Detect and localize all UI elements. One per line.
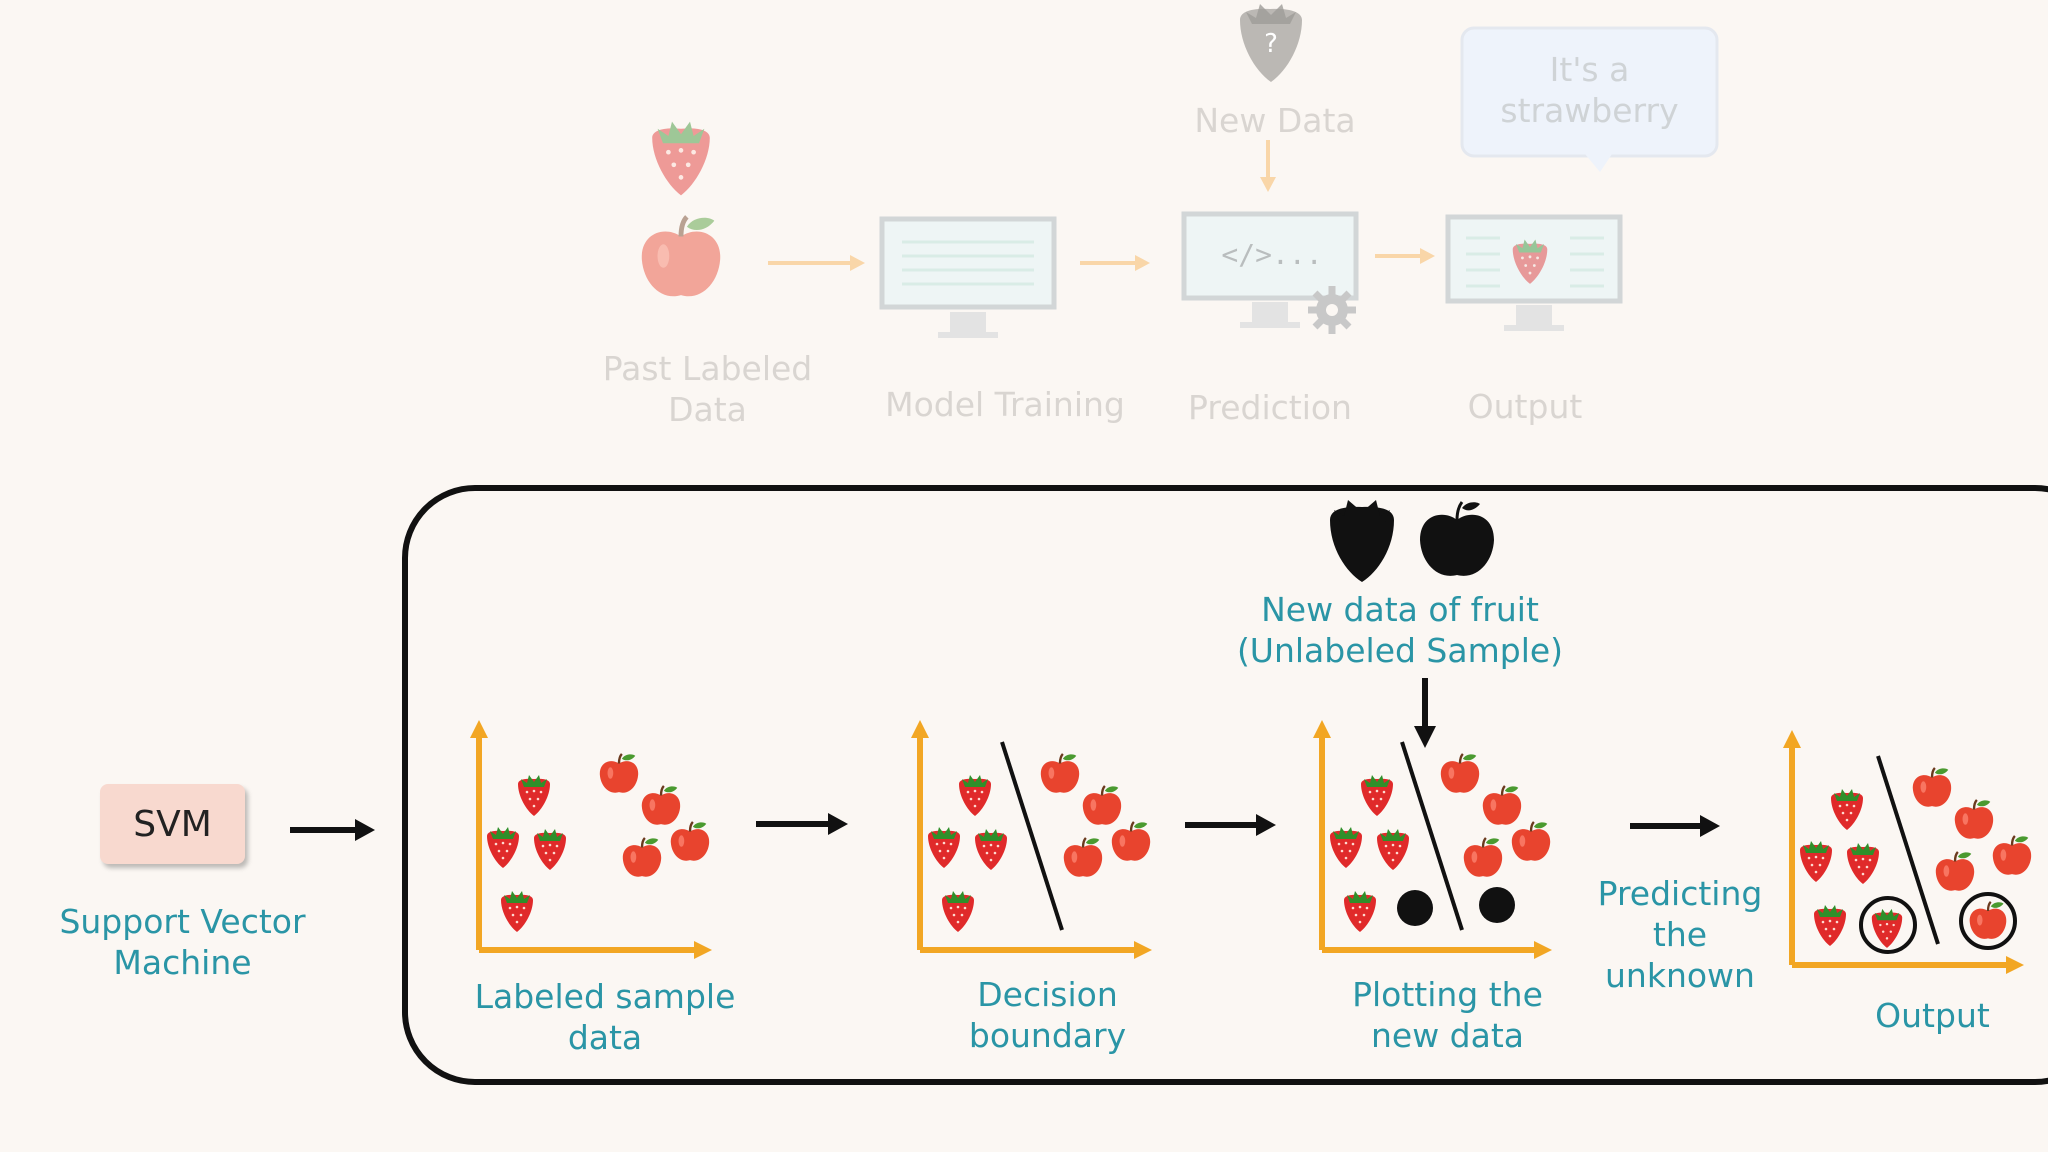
axes	[911, 720, 1152, 959]
strawberry-icon	[1814, 905, 1846, 946]
strawberry-icon	[1344, 891, 1376, 932]
plot-output	[1783, 730, 2033, 974]
decision-boundary-label: Decision boundary	[968, 975, 1127, 1055]
labeled-sample-data-label: Labeled sample data	[474, 977, 736, 1057]
svm-arrow	[290, 819, 375, 841]
axes	[1313, 720, 1552, 959]
prediction-circle	[1859, 896, 1917, 954]
strawberry-icon	[1330, 827, 1362, 868]
step-arrow	[1630, 815, 1720, 837]
prediction-label: Prediction	[1188, 388, 1352, 427]
mystery-strawberry-icon	[1240, 4, 1302, 83]
axes	[470, 720, 712, 959]
decision-boundary-line	[1000, 741, 1064, 931]
new-fruit-label: New data of fruit (Unlabeled Sample)	[1236, 590, 1564, 670]
apple-icon	[1439, 752, 1481, 794]
step-arrow	[1185, 814, 1276, 836]
strawberry-icon	[975, 829, 1007, 870]
prediction-circle	[1959, 892, 2017, 950]
gear-icon	[1308, 286, 1356, 334]
apple-icon	[1481, 784, 1523, 826]
apple-icon	[1510, 820, 1552, 862]
strawberry-icon	[1800, 841, 1832, 882]
strawberry-icon	[501, 891, 533, 932]
apple-icon	[1953, 798, 1995, 840]
svm-process-frame	[402, 485, 2048, 1085]
strawberry-icon	[534, 829, 566, 870]
plotting-new-data-label: Plotting the new data	[1352, 975, 1543, 1055]
prediction-monitor-icon	[1181, 211, 1359, 328]
speech-bubble	[1460, 26, 1719, 172]
apple-icon	[1934, 850, 1976, 892]
top-pipeline	[642, 4, 1719, 338]
model-training-label: Model Training	[885, 385, 1125, 424]
faded-apple-icon	[642, 217, 720, 296]
new-data-label: New Data	[1194, 101, 1356, 140]
predicted-apple-icon	[1968, 900, 2008, 941]
svm-caption: Support Vector Machine	[59, 902, 306, 982]
apple-icon	[1062, 836, 1104, 878]
output-step-label: Output	[1875, 996, 1990, 1035]
svm-box-label: SVM	[133, 803, 212, 845]
code-symbol: </>...	[1221, 238, 1323, 271]
apple-icon	[1081, 784, 1123, 826]
faded-strawberry-icon	[652, 121, 710, 196]
model-training-monitor-icon	[879, 216, 1057, 338]
plot-decision-boundary	[911, 720, 1152, 959]
strawberry-icon	[487, 827, 519, 868]
strawberry-icon	[942, 891, 974, 932]
strawberry-icon	[1361, 775, 1393, 816]
predicted-strawberry-icon	[1871, 908, 1903, 948]
unknown-point	[1397, 890, 1433, 926]
predicting-unknown-label: Predicting the unknown	[1597, 874, 1763, 995]
past-labeled-data-label: Past Labeled Data	[602, 349, 813, 429]
unlabeled-apple-icon	[1420, 501, 1494, 576]
strawberry-icon	[959, 775, 991, 816]
apple-icon	[640, 784, 682, 826]
apple-icon	[598, 752, 640, 794]
strawberry-icon	[928, 827, 960, 868]
strawberry-icon	[518, 775, 550, 816]
faded-arrow	[768, 140, 1435, 271]
plot-labeled-sample	[470, 720, 712, 959]
question-mark: ?	[1264, 29, 1278, 59]
apple-icon	[621, 836, 663, 878]
decision-boundary-line	[1876, 755, 1940, 945]
strawberry-icon	[1377, 829, 1409, 870]
apple-icon	[669, 820, 711, 862]
unknown-point	[1479, 887, 1515, 923]
svm-box: SVM	[100, 784, 245, 864]
unlabeled-strawberry-icon	[1330, 500, 1394, 582]
down-arrow	[1414, 678, 1436, 748]
strawberry-icon	[1831, 789, 1863, 830]
apple-icon	[1039, 752, 1081, 794]
apple-icon	[1110, 820, 1152, 862]
output-label: Output	[1467, 387, 1583, 426]
speech-bubble-text: It's a strawberry	[1500, 50, 1679, 130]
apple-icon	[1462, 836, 1504, 878]
plot-new-data	[1313, 720, 1552, 959]
axes	[1783, 730, 2024, 974]
strawberry-icon	[1847, 843, 1879, 884]
step-arrow	[756, 813, 848, 835]
apple-icon	[1911, 766, 1953, 808]
output-monitor-icon	[1445, 214, 1623, 331]
decision-boundary-line	[1400, 741, 1464, 931]
apple-icon	[1991, 834, 2033, 876]
